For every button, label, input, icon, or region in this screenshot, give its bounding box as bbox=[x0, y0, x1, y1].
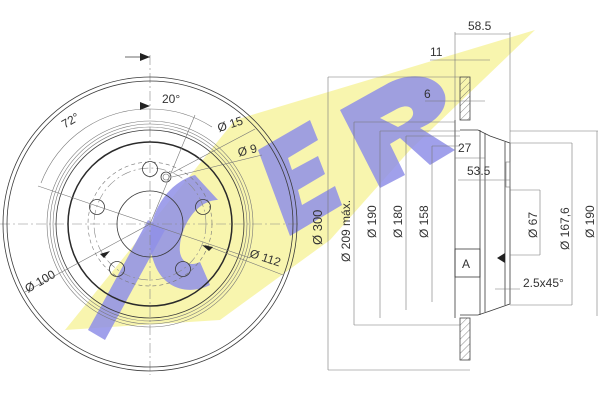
bolt-hole bbox=[89, 199, 105, 215]
watermark-letter-r bbox=[340, 76, 455, 188]
friction-ring-groove bbox=[55, 129, 245, 319]
angle-arc-72 bbox=[40, 108, 151, 184]
bolt-hole bbox=[109, 261, 125, 277]
height-58-5-label: 58.5 bbox=[468, 19, 492, 33]
radial-line-20deg bbox=[149, 114, 196, 225]
watermark-letter-e bbox=[258, 120, 342, 236]
bolt-hole bbox=[195, 199, 211, 215]
diameter-67-label: Ø 67 bbox=[526, 212, 540, 238]
depth-27-label: 27 bbox=[458, 141, 472, 155]
datum-arrow bbox=[497, 253, 505, 263]
watermark-logo bbox=[65, 30, 535, 340]
datum-a-label: A bbox=[462, 257, 470, 271]
diameter-190-left-label: Ø 190 bbox=[365, 205, 379, 238]
angle-72-label: 72° bbox=[59, 110, 82, 131]
locating-hole bbox=[160, 171, 172, 183]
radial-line-100 bbox=[24, 223, 151, 293]
center-bore bbox=[116, 190, 184, 258]
bolt-hole bbox=[175, 261, 191, 277]
friction-ring-groove bbox=[46, 120, 254, 328]
outer-disc-edge-inner bbox=[6, 80, 294, 368]
friction-ring-groove bbox=[49, 123, 251, 325]
bolt-circle bbox=[93, 167, 207, 281]
diameter-209-label: Ø 209 máx. bbox=[339, 200, 353, 262]
leader-9 bbox=[171, 154, 263, 178]
hidden-circle bbox=[87, 161, 213, 287]
arrow-head bbox=[100, 251, 110, 258]
leader-15 bbox=[171, 128, 256, 174]
height-53-5-label: 53.5 bbox=[467, 164, 491, 178]
diameter-300-label: Ø 300 bbox=[310, 210, 325, 245]
angle-arc-20 bbox=[149, 108, 213, 128]
diameter-190-right-label: Ø 190 bbox=[583, 205, 597, 238]
disc-section-bottom bbox=[459, 317, 471, 361]
radial-line-72deg bbox=[37, 185, 151, 225]
arrow-head bbox=[202, 245, 213, 251]
friction-ring-groove bbox=[52, 126, 248, 322]
diameter-158-label: Ø 158 bbox=[417, 205, 431, 238]
thickness-11-label: 11 bbox=[430, 45, 443, 59]
watermark-letter-i bbox=[88, 220, 165, 340]
hat-edge bbox=[67, 141, 233, 307]
hat-detail bbox=[505, 161, 511, 188]
outer-disc-edge bbox=[2, 76, 298, 372]
arrow-head bbox=[140, 53, 150, 61]
bolt-hole bbox=[142, 161, 158, 177]
radial-line-112 bbox=[149, 223, 251, 259]
watermark-letter-c bbox=[149, 175, 218, 290]
section-view: A 58.5 11 6 27 53.5 Ø 300 Ø 209 máx. Ø 1… bbox=[310, 19, 598, 371]
arrow-head bbox=[140, 102, 150, 110]
disc-section-top bbox=[459, 76, 471, 121]
datum-a-box bbox=[454, 248, 481, 278]
thickness-6-label: 6 bbox=[424, 87, 431, 101]
diameter-167-6-label: Ø 167,6 bbox=[558, 207, 572, 250]
bolt-circle-100-label: Ø 100 bbox=[22, 267, 58, 296]
hole-9-label: Ø 9 bbox=[236, 141, 258, 159]
locating-hole-inner bbox=[162, 173, 170, 181]
leader-112 bbox=[204, 244, 284, 276]
diameter-180-label: Ø 180 bbox=[391, 205, 405, 238]
angle-20-label: 20° bbox=[162, 92, 180, 106]
chamfer-label: 2.5x45° bbox=[523, 276, 564, 290]
